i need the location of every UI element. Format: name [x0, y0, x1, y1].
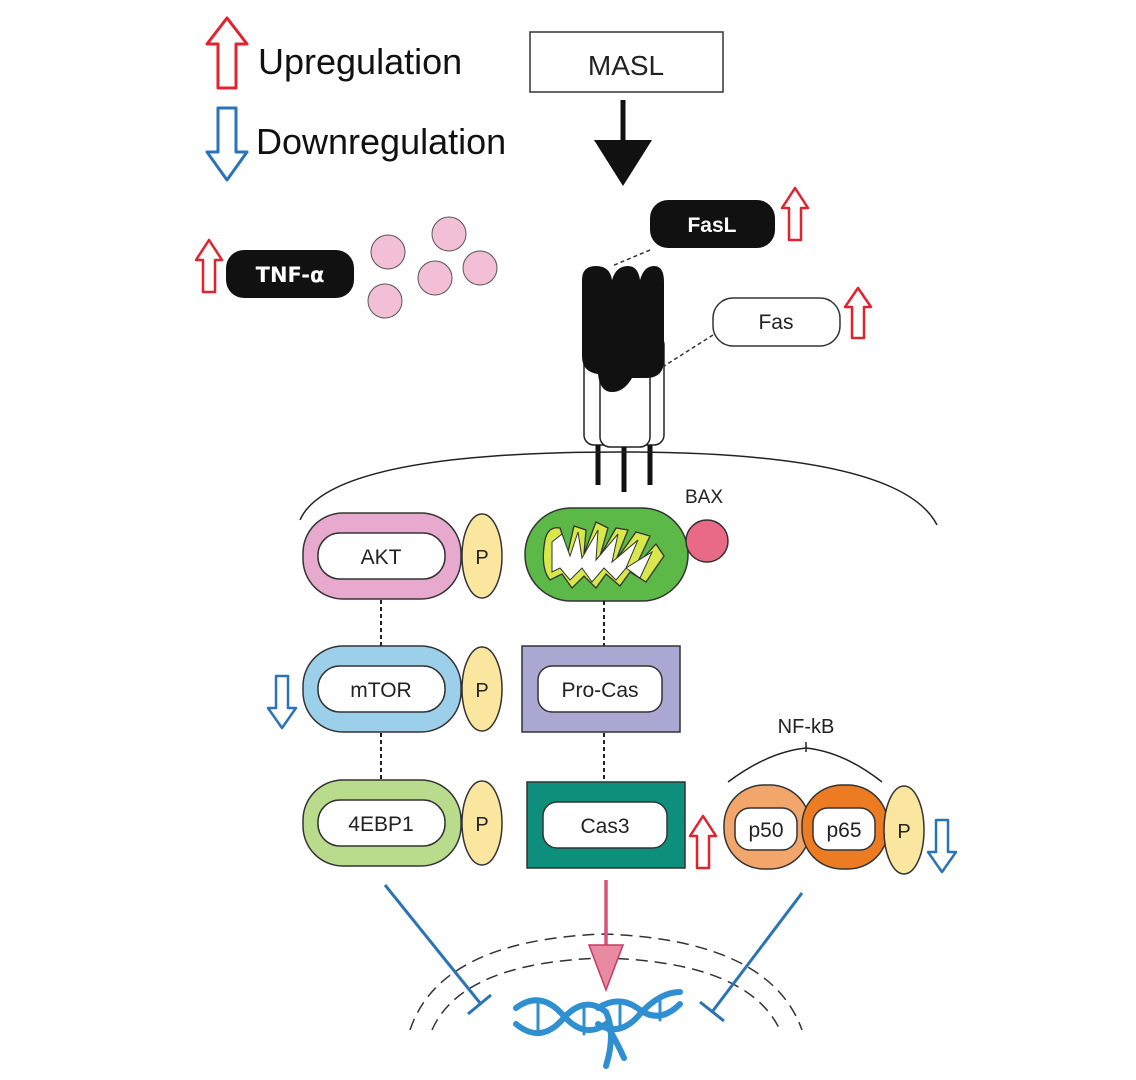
tnf-pill [226, 250, 354, 298]
masl-arrow-head [594, 140, 652, 186]
dna-strand [595, 989, 683, 1033]
mtor-node: mTOR P [266, 645, 503, 733]
mtor-label: mTOR [350, 679, 411, 702]
fas-connector [649, 334, 714, 376]
nfkb-label: NF-kB [778, 716, 835, 738]
4ebp1-phospho [461, 780, 503, 866]
akt-inner [317, 532, 446, 580]
bax-protein [685, 519, 729, 563]
nfkb-inhibition-line [710, 892, 804, 1013]
procas-node: Pro-Cas [521, 645, 681, 733]
akt-node: AKT P [302, 512, 503, 600]
nuclear-envelope-outer [409, 933, 803, 1031]
4ebp1-node: 4EBP1 P [302, 779, 503, 867]
mtor-down-arrow-icon [266, 674, 298, 730]
legend: Upregulation Downregulation [205, 16, 506, 182]
legend-down-label: Downregulation [256, 121, 506, 162]
tnf-molecule [462, 250, 498, 286]
4ebp1-inhibition-bar [467, 993, 492, 1016]
fas-up-arrow-icon [843, 286, 873, 340]
cell-membrane [299, 451, 938, 526]
procas-label: Pro-Cas [561, 679, 638, 702]
tnf-molecule [367, 283, 403, 319]
cas3-node: Cas3 [526, 781, 718, 870]
legend-down-arrow-icon [205, 106, 249, 182]
fas-label: Fas [758, 311, 793, 334]
fasl-bound-ligand [582, 266, 664, 392]
procas-inner [537, 665, 663, 713]
masl-box [529, 31, 724, 93]
nfkb-phospho-label: P [897, 821, 910, 843]
p50-inner [734, 807, 798, 851]
nfkb-down-arrow-icon [926, 818, 958, 874]
tnf-up-arrow-icon [194, 238, 224, 294]
tnf-molecule [417, 260, 453, 296]
akt-phospho [461, 513, 503, 599]
tnf-label: TNF-α [256, 263, 325, 287]
legend-up-arrow-icon [205, 16, 249, 90]
p65-label: p65 [826, 819, 861, 842]
mtor-phospho-label: P [475, 680, 488, 702]
tnf-molecule [431, 216, 467, 252]
p65-inner [812, 807, 876, 851]
4ebp1-phospho-label: P [475, 814, 488, 836]
legend-up-label: Upregulation [258, 41, 462, 82]
tnf-molecule [370, 234, 406, 270]
fas-pill [712, 297, 841, 347]
nfkb-brace [727, 747, 883, 783]
cas3-inner [542, 801, 668, 849]
akt-phospho-label: P [475, 547, 488, 569]
fasl-label: FasL [687, 214, 736, 237]
fasl-connector [611, 249, 651, 267]
mtor-phospho [461, 646, 503, 732]
dna-strand [513, 1001, 614, 1069]
fasl-up-arrow-icon [780, 186, 810, 242]
4ebp1-label: 4EBP1 [348, 813, 413, 836]
cas3-activation-head [587, 944, 625, 993]
fas-receptor-complex [582, 266, 665, 492]
mitochondrion-cristae-inner [551, 529, 654, 583]
fasl-pill [650, 200, 775, 248]
nfkb-inhibition-bar [699, 1000, 725, 1023]
nfkb-complex: NF-kB p50 p65 P [723, 716, 958, 875]
cas3-up-arrow-icon [688, 814, 718, 870]
akt-label: AKT [361, 546, 402, 569]
cas3-label: Cas3 [580, 815, 629, 838]
p50-label: p50 [748, 819, 783, 842]
bax-label: BAX [685, 487, 723, 508]
4ebp1-inner [317, 799, 446, 847]
masl-label: MASL [588, 50, 664, 81]
dna-icon [513, 989, 683, 1069]
mitochondrion: BAX [524, 487, 729, 602]
4ebp1-inhibition-line [383, 884, 482, 1004]
tnf-molecules [367, 216, 498, 319]
mtor-inner [317, 665, 446, 713]
nfkb-phospho [883, 785, 925, 875]
